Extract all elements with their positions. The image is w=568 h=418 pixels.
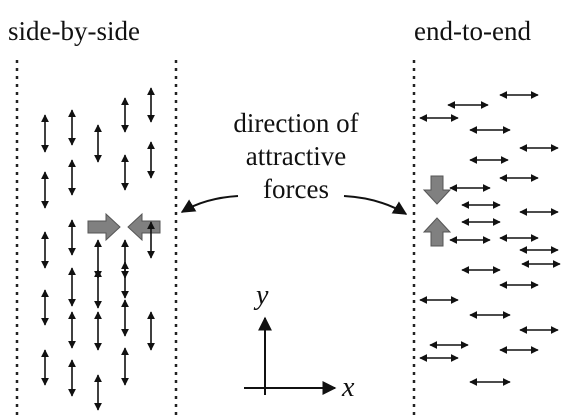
- y-axis-label: y: [253, 280, 269, 311]
- pointer-arrow-left: [180, 195, 239, 213]
- force-arrow-right-pointing-up: [422, 217, 452, 247]
- right-panel-title: end-to-end: [414, 16, 531, 46]
- x-axis-label: x: [341, 372, 355, 403]
- annotation-line-2: attractive: [246, 141, 346, 171]
- pointer-arrow-right: [343, 195, 408, 215]
- annotation-line-1: direction of: [233, 108, 358, 138]
- force-arrow-right-pointing-down: [422, 175, 452, 205]
- left-panel-title: side-by-side: [8, 16, 140, 46]
- force-arrow-left-pointing-left: [127, 212, 161, 242]
- molecule-arrows: [41, 87, 561, 411]
- annotation-line-3: forces: [263, 174, 329, 204]
- force-arrow-left-pointing-right: [87, 212, 121, 242]
